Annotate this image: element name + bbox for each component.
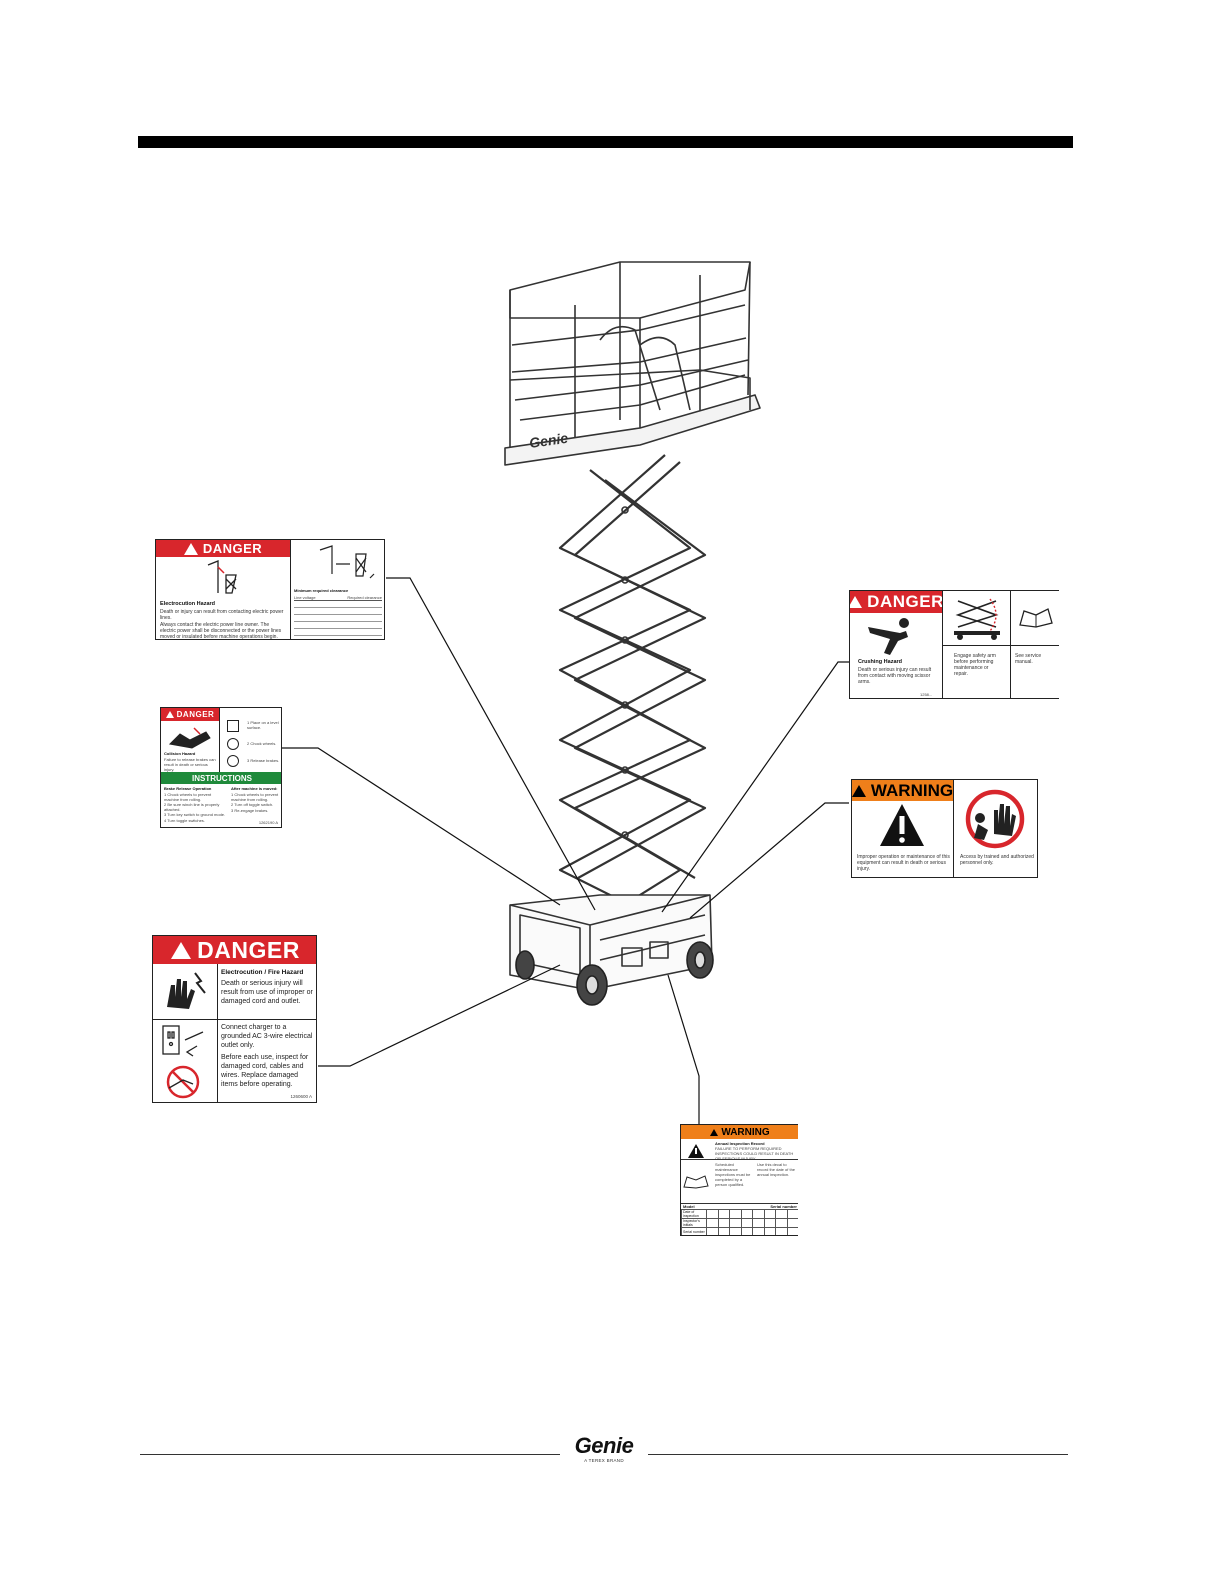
no-access-hand-icon — [965, 789, 1025, 849]
svg-text:Genie: Genie — [528, 430, 569, 451]
record-row-date: Date of inspection — [681, 1209, 707, 1219]
crushing-code: 1258... — [920, 692, 933, 697]
power-line-lift-icon — [207, 560, 237, 594]
service-manual-book-icon — [1019, 608, 1053, 628]
footer-rule-left — [140, 1454, 560, 1455]
level-surface-icon — [227, 720, 239, 732]
brake-release-step4: 4 Turn toggle switches. — [164, 818, 205, 823]
warning-operation-decal: WARNING Improper operation or maintenanc… — [851, 779, 1038, 878]
fire-hazard-title: Electrocution / Fire Hazard — [221, 969, 304, 976]
inspection-body: FAILURE TO PERFORM REQUIRED INSPECTIONS … — [715, 1146, 794, 1161]
warning-triangle-icon — [850, 596, 863, 608]
genie-logo-tagline: A TEREX BRAND — [584, 1458, 624, 1463]
danger-crushing-decal: DANGER Crushing Hazard Death or serious … — [849, 590, 1059, 699]
improper-operation-text: Improper operation or maintenance of thi… — [857, 854, 950, 872]
electrocution-title: Electrocution Hazard — [160, 601, 216, 607]
footer-rule-right — [648, 1454, 1068, 1455]
inspect-cord-text: Before each use, inspect for damaged cor… — [221, 1054, 309, 1088]
genie-logo: Genie A TEREX BRAND — [568, 1434, 640, 1464]
header-rule — [138, 136, 1073, 148]
crushing-title: Crushing Hazard — [858, 659, 903, 665]
collision-title: Collision Hazard — [164, 751, 196, 756]
safety-arm-scissor-icon — [954, 598, 1000, 640]
collision-step2: 2 Chock wheels. — [247, 741, 277, 746]
damaged-cord-prohibited-icon — [166, 1065, 200, 1099]
danger-header: DANGER — [850, 591, 943, 613]
warning-header: WARNING — [852, 780, 953, 801]
brake-release-icon — [227, 755, 239, 767]
clearance-table-title: Minimum required clearance — [294, 588, 349, 593]
inspection-manual-icon — [683, 1175, 709, 1189]
inspection-record-grid: Model Serial number Date of inspection I… — [681, 1203, 798, 1235]
brake-release-step1: 1 Chock wheels to prevent machine from r… — [164, 792, 212, 802]
brake-release-step3: 3 Turn key switch to ground mode. — [164, 812, 226, 817]
danger-fire-decal: DANGER Electrocution / Fire Hazard Death… — [152, 935, 317, 1103]
exclamation-triangle-icon — [880, 804, 924, 846]
collision-step3: 3 Release brakes. — [247, 758, 280, 763]
electrocution-line1: Death or injury can result from contacti… — [160, 609, 284, 621]
clearance-table: Line voltage Required clearance — [294, 595, 382, 639]
brake-release-step2: 2 Be sure winch line is properly attache… — [164, 802, 220, 812]
warning-triangle-icon — [165, 711, 174, 718]
warning-triangle-icon — [171, 941, 192, 959]
crushing-person-icon — [868, 618, 909, 655]
clearance-lift-icon — [319, 545, 375, 579]
connect-charger-text: Connect charger to a grounded AC 3-wire … — [221, 1024, 313, 1049]
grounded-outlet-icon — [162, 1025, 204, 1057]
warning-header: WARNING — [681, 1125, 798, 1139]
collision-hazard-icon — [168, 727, 211, 749]
clearance-col-clearance: Required clearance — [347, 595, 382, 600]
danger-header: DANGER — [156, 540, 290, 557]
inspection-col-b: Use this decal to record the date of the… — [757, 1162, 796, 1177]
record-row-serial: Serial number — [681, 1227, 707, 1235]
after-move-title: After machine is moved: — [231, 786, 278, 791]
danger-collision-decal: DANGER Collision Hazard Failure to relea… — [160, 707, 282, 828]
danger-electrocution-decal: DANGER Electrocution Hazard Death or inj… — [155, 539, 385, 640]
genie-logo-wordmark: Genie — [574, 1433, 634, 1458]
crushing-body: Death or serious injury can result from … — [858, 667, 932, 685]
clearance-col-voltage: Line voltage — [294, 595, 316, 600]
instructions-header: INSTRUCTIONS — [161, 772, 281, 784]
warning-triangle-icon — [710, 1128, 719, 1136]
after-move-step1: 1 Chock wheels to prevent machine from r… — [231, 792, 279, 802]
fire-hazard-body: Death or serious injury will result from… — [221, 980, 313, 1005]
inspection-record-table: Date of inspection Inspector's initials … — [681, 1209, 798, 1235]
authorized-access-text: Access by trained and authorized personn… — [960, 854, 1034, 866]
fire-code: 1260600 A — [290, 1094, 312, 1099]
after-move-step3: 3 Re-engage brakes. — [231, 808, 269, 813]
electrocution-line2: Always contact the electric power line o… — [160, 622, 282, 640]
collision-body: Failure to release brakes can result in … — [164, 757, 216, 772]
danger-header: DANGER — [161, 708, 219, 721]
collision-step1: 1 Place on a level surface. — [247, 720, 279, 730]
inspection-col-a: Scheduled maintenance inspections must b… — [715, 1162, 751, 1187]
chock-wheel-icon — [227, 738, 239, 750]
inspection-model-label: Model — [683, 1204, 695, 1209]
see-service-manual-text: See service manual. — [1015, 653, 1042, 665]
warning-triangle-icon — [183, 542, 198, 555]
after-move-step2: 2 Turn off toggle switch. — [231, 802, 274, 807]
engage-safety-arm-text: Engage safety arm before performing main… — [954, 653, 996, 677]
warning-inspection-decal: WARNING Annual Inspection Record FAILURE… — [680, 1124, 798, 1236]
inspection-serial-label: Serial number — [770, 1204, 797, 1209]
electrocution-hand-icon — [167, 972, 206, 1009]
inspection-title: Annual Inspection Record — [715, 1141, 765, 1146]
brake-release-title: Brake Release Operation — [164, 786, 212, 791]
collision-code: 1262190 A — [258, 820, 278, 825]
inspection-triangle-icon — [688, 1144, 704, 1158]
danger-header: DANGER — [153, 936, 316, 964]
warning-triangle-icon — [852, 784, 866, 797]
record-row-initials: Inspector's initials — [681, 1218, 707, 1228]
